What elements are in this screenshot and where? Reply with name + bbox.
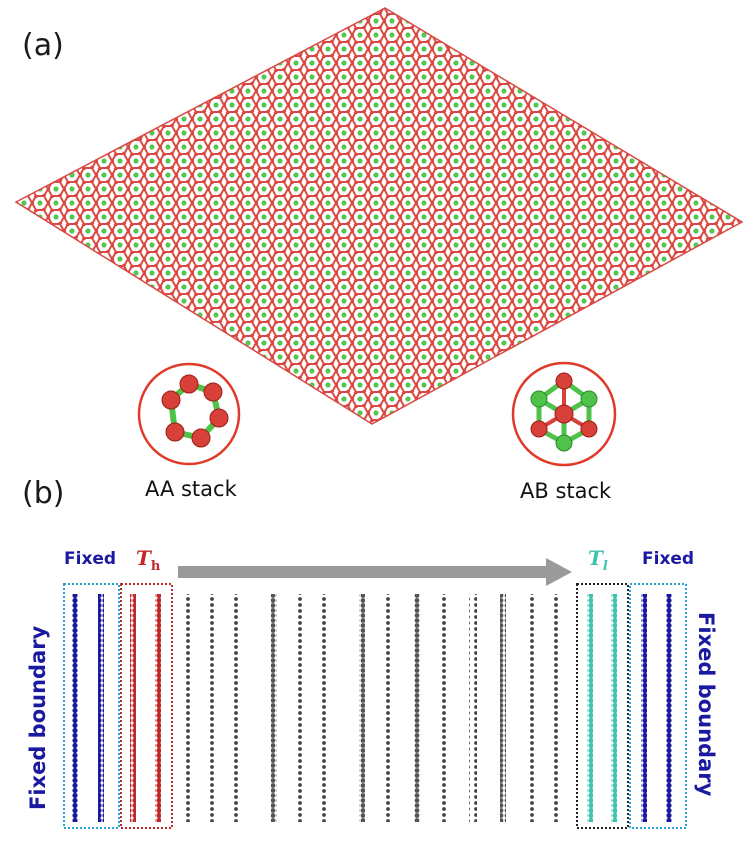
right-boundary-label: Fixed boundary (694, 612, 718, 797)
chain-cold-1 (587, 594, 593, 822)
chain-middle-13 (527, 594, 535, 822)
chain-middle-10 (441, 594, 449, 822)
chain-middle-12 (500, 594, 506, 822)
chain-middle-11 (469, 594, 477, 822)
ab-stack-inset (511, 361, 617, 467)
hot-temperature-label: Th (136, 546, 161, 574)
chain-middle-2 (208, 594, 216, 822)
chain-fixed-right-1 (641, 594, 647, 822)
chain-fixed-left-2 (98, 594, 104, 822)
chain-middle-7 (359, 594, 365, 822)
panel-b-label: (b) (22, 476, 65, 511)
hot-region-box (120, 583, 173, 829)
chain-fixed-right-2 (666, 594, 672, 822)
aa-stack-inset (137, 362, 241, 466)
heat-flow-arrow (178, 558, 572, 586)
chain-cold-2 (611, 594, 617, 822)
fixed-left-label: Fixed (64, 549, 117, 569)
chain-middle-5 (295, 594, 303, 822)
chain-fixed-left-1 (72, 594, 78, 822)
chain-middle-4 (271, 594, 277, 822)
fixed-left-box (63, 583, 120, 829)
chain-middle-9 (414, 594, 420, 822)
panel-a-label: (a) (22, 28, 64, 63)
chain-hot-1 (130, 594, 136, 822)
cold-temperature-label: Tl (588, 546, 608, 574)
chain-middle-3 (234, 594, 242, 822)
aa-stack-label: AA stack (145, 477, 237, 501)
chain-middle-14 (554, 594, 562, 822)
ab-stack-label: AB stack (520, 479, 612, 503)
cold-region-box (576, 583, 629, 829)
chain-hot-2 (155, 594, 161, 822)
chain-middle-1 (183, 594, 191, 822)
fixed-right-label: Fixed (642, 549, 695, 569)
lattice-sheet (14, 7, 744, 425)
atom-chains (63, 583, 687, 829)
chain-middle-8 (383, 594, 391, 822)
fixed-right-box (629, 583, 687, 829)
chain-middle-6 (321, 594, 329, 822)
